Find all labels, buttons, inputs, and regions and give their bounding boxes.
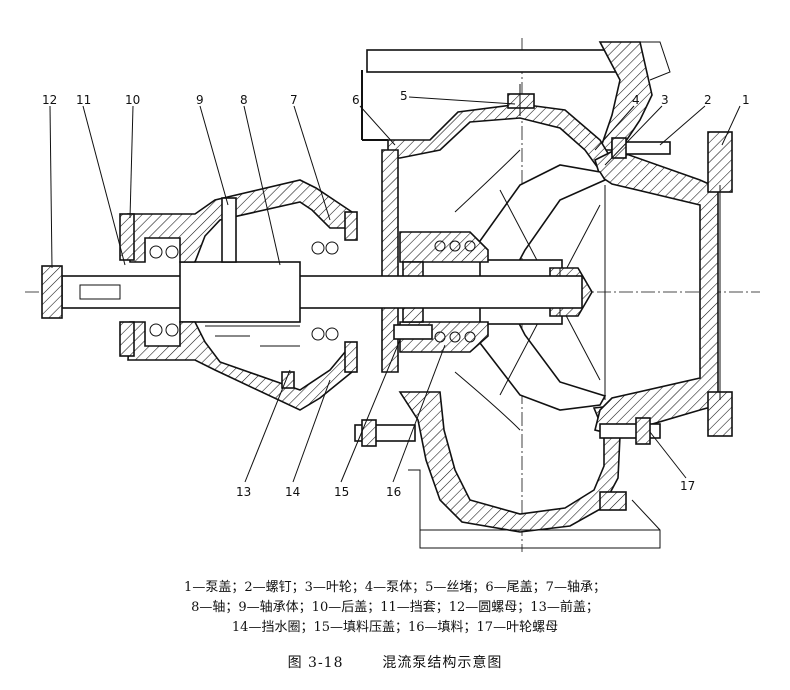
callout-2: 2: [704, 93, 712, 107]
callout-7: 7: [290, 93, 298, 107]
figure-caption: 图 3-18 混流泵结构示意图: [0, 652, 790, 672]
pump-cover: [594, 131, 733, 437]
packing-rings: [434, 240, 476, 343]
callout-12: 12: [42, 93, 57, 107]
figure-title: 混流泵结构示意图: [382, 655, 503, 671]
callout-6: 6: [352, 93, 360, 107]
callout-1: 1: [742, 93, 750, 107]
figure-number: 图 3-18: [287, 655, 344, 671]
callout-13: 13: [236, 485, 251, 499]
shaft: [41, 261, 583, 323]
bearings: [149, 241, 339, 341]
callout-17: 17: [680, 479, 695, 493]
legend-line-2: 8—轴；9—轴承体；10—后盖；11—挡套；12—圆螺母；13—前盖；: [191, 600, 599, 615]
callout-leaders: [49, 96, 741, 483]
flange-bolts: [507, 84, 671, 445]
callout-8: 8: [240, 93, 248, 107]
parts-legend: 1—泵盖；2—螺钉；3—叶轮；4—泵体；5—丝堵；6—尾盖；7—轴承； 8—轴；…: [0, 578, 790, 638]
callout-11: 11: [76, 93, 91, 107]
callout-15: 15: [334, 485, 349, 499]
bearing-housing: [119, 179, 358, 411]
callout-numbers: 1 2 3 4 5 6 7 8 9 10 11 12 13 14 15 16 1…: [42, 89, 750, 499]
legend-line-1: 1—泵盖；2—螺钉；3—叶轮；4—泵体；5—丝堵；6—尾盖；7—轴承；: [184, 580, 606, 595]
callout-4: 4: [632, 93, 640, 107]
callout-3: 3: [661, 93, 669, 107]
legend-line-3: 14—挡水圈；15—填料压盖；16—填料；17—叶轮螺母: [231, 620, 559, 635]
callout-5: 5: [400, 89, 408, 103]
callout-10: 10: [125, 93, 140, 107]
callout-16: 16: [386, 485, 401, 499]
callout-14: 14: [285, 485, 300, 499]
callout-9: 9: [196, 93, 204, 107]
pump-section-drawing: 1 2 3 4 5 6 7 8 9 10 11 12 13 14 15 16 1…: [25, 38, 760, 552]
pump-casing: [361, 41, 671, 549]
